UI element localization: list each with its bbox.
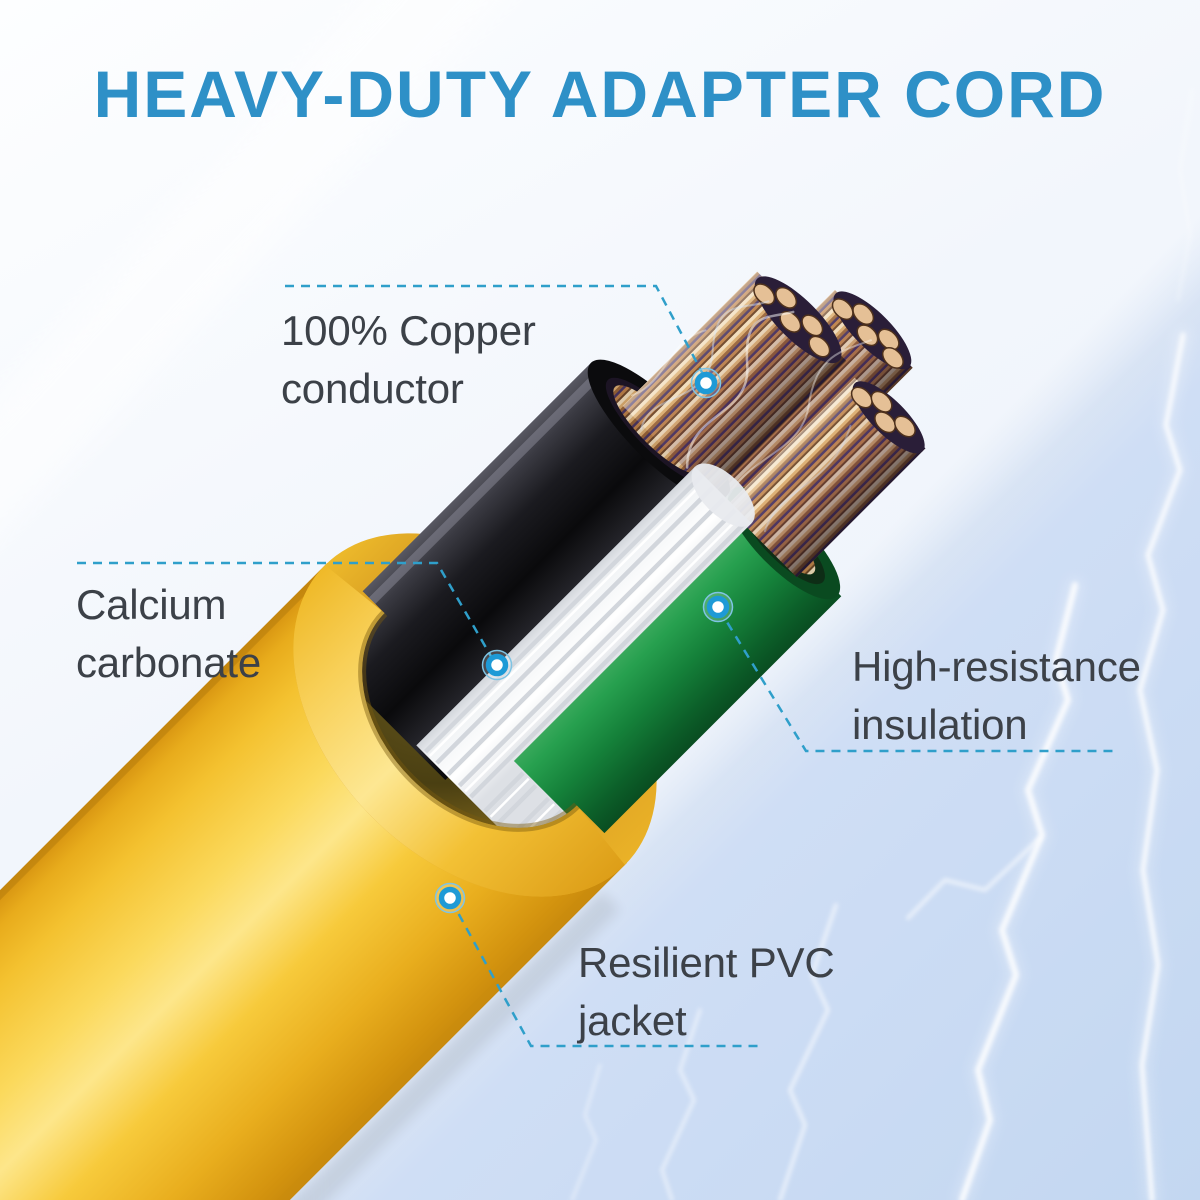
lightning-bolts [68,88,1194,1200]
callout-copper-line2: conductor [281,364,464,412]
cable-assembly [0,271,926,1200]
callout-resilient-pvc-jacket: Resilient PVC jacket [578,934,835,1050]
jacket-marker-icon [434,882,466,914]
copper-marker-icon [690,367,722,399]
insulation-marker-icon [702,591,734,623]
jacket-top-edge [0,562,333,1200]
page-title: HEAVY-DUTY ADAPTER CORD [93,57,1107,131]
copper-bundle-black [622,271,847,496]
calcium-carbonate-filler [416,463,755,864]
copper-bundle-green [726,377,926,578]
copper-glow-streaks [630,300,872,533]
callout-markers [434,367,734,914]
callout-calcium-carbonate: Calcium carbonate [76,576,261,692]
callout-lines [77,284,1118,1048]
callout-insulation-line1: High-resistance [852,643,1141,690]
callout-jacket-line1: Resilient PVC [578,939,835,986]
calcium-callout-line [77,561,494,659]
callout-calcium-line2: carbonate [76,638,262,686]
jacket-bottom-edge [0,856,628,1200]
callout-insulation-line2: insulation [852,700,1028,748]
callout-jacket-line2: jacket [578,996,687,1044]
callout-high-resistance-insulation: High-resistance insulation [852,638,1141,754]
callout-calcium-line1: Calcium [76,581,227,628]
black-wire-sheen [333,375,598,640]
jacket-rim-front [293,565,625,897]
rim-inner-shadow [358,610,580,832]
sheen-band [0,0,504,537]
copper-callout-line [285,284,706,377]
callout-copper-line1: 100% Copper [281,307,536,354]
pvc-jacket-body [0,562,628,1200]
jacket-callout-line [449,899,762,1048]
callout-copper-conductor: 100% Copper conductor [281,302,536,418]
cable-contents [309,271,926,864]
cable-shadow [0,891,620,1200]
filler-end-cap [691,463,755,527]
insulation-callout-line [717,608,1118,753]
calcium-marker-icon [481,649,513,681]
